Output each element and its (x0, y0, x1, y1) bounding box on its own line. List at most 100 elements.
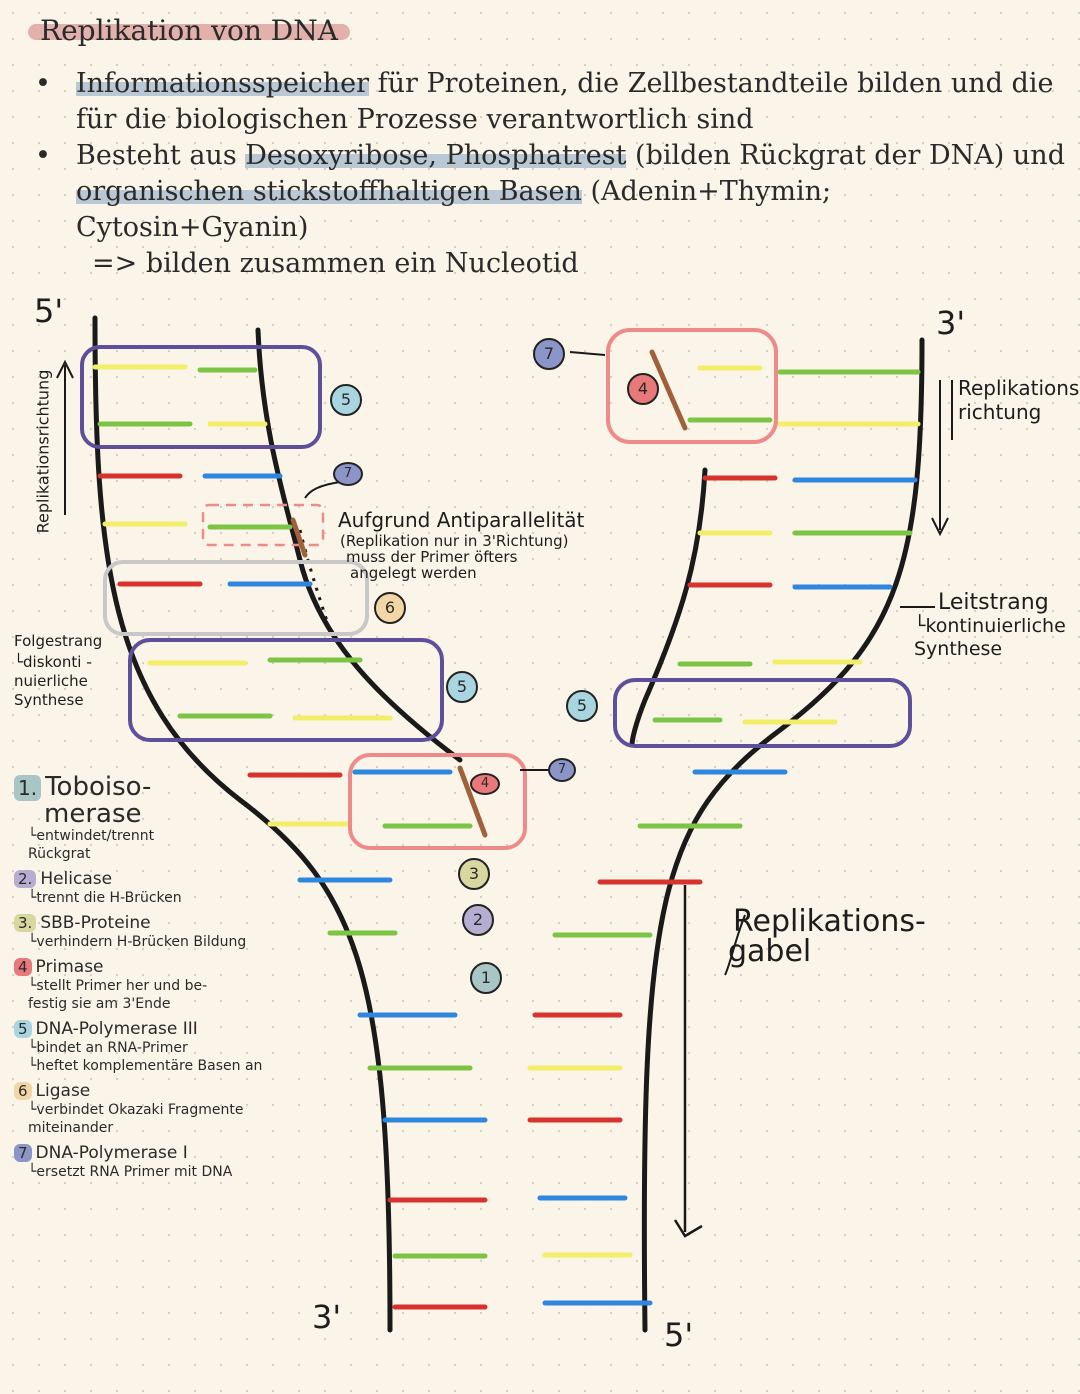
label-folgestrang-desc-2: nuierliche (14, 672, 88, 690)
legend-desc: miteinander (28, 1120, 114, 1136)
bullet-2-mid: (bilden Rückgrat der DNA) und (626, 140, 1065, 171)
badge-polymerase-i-2: 7 (333, 462, 363, 486)
legend-item-3: 3.SBB-Proteine └verhindern H-Brücken Bil… (14, 913, 354, 951)
dna-polymerase-iii-box-1 (80, 345, 322, 449)
label-3-prime-top: 3' (936, 304, 966, 342)
legend-desc: └heftet komplementäre Basen an (28, 1058, 263, 1074)
base-pairs-upper-right (652, 365, 921, 725)
dna-polymerase-iii-box-3 (613, 678, 912, 748)
badge-ligase: 6 (374, 592, 406, 624)
legend-desc: └trennt die H-Brücken (28, 890, 182, 906)
fork-arrow (673, 885, 703, 1238)
base-pairs-upper-left (92, 364, 393, 721)
label-leitstrang: Leitstrang (938, 590, 1049, 615)
legend-desc: └bindet an RNA-Primer (28, 1040, 188, 1056)
base-pairs-lower (247, 769, 788, 1310)
gabel-bracket (724, 914, 746, 976)
legend-item-1: 1.Toboiso- merase └entwindet/trennt Rück… (14, 774, 354, 863)
label-folgestrang-desc-3: Synthese (14, 691, 84, 709)
page-title: Replikation von DNA (40, 14, 338, 47)
legend-desc: └ersetzt RNA Primer mit DNA (28, 1164, 233, 1180)
bullet-2-highlight-2: organischen stickstoffhaltigen Basen (76, 176, 582, 207)
legend-desc: └stellt Primer her und be- (28, 978, 208, 994)
legend-item-2: 2.Helicase └trennt die H-Brücken (14, 869, 354, 907)
bullet-1-highlight: Informationsspeicher (76, 68, 370, 99)
label-5-prime-bottom: 5' (664, 1316, 694, 1354)
legend-name-2: merase (44, 799, 142, 829)
badge-primase-2: 4 (470, 773, 500, 795)
label-gabel-2: gabel (728, 934, 812, 969)
legend-num: 4 (14, 958, 32, 976)
legend-name: Primase (35, 957, 104, 977)
label-leitstrang-desc-2: Synthese (914, 638, 1003, 660)
replication-direction-arrow-left (56, 359, 74, 515)
legend-name: DNA-Polymerase III (35, 1019, 198, 1039)
legend-name: DNA-Polymerase I (35, 1143, 188, 1163)
legend-desc: └verhindern H-Brücken Bildung (28, 934, 247, 950)
label-folgestrang: Folgestrang (14, 632, 103, 650)
bullet-2-highlight-1: Desoxyribose, Phosphatrest (245, 140, 627, 171)
bullet-2-pre: Besteht aus (76, 140, 246, 171)
badge-topoisomerase: 1 (470, 962, 502, 994)
enzyme-legend: 1.Toboiso- merase └entwindet/trennt Rück… (14, 774, 354, 1187)
legend-desc: └verbindet Okazaki Fragmente (28, 1102, 244, 1118)
badge-polymerase-i-1: 7 (533, 338, 565, 370)
bullet-2-post: (Adenin+Thymin; Cytosin+Gyanin) (76, 176, 832, 243)
primer-2 (457, 765, 488, 838)
label-leitstrang-desc-1: └kontinuierliche (914, 615, 1066, 637)
bullet-dot: • (35, 68, 51, 99)
replication-direction-arrow-right (931, 380, 949, 537)
badge-primase-1: 4 (627, 373, 659, 405)
primer-1 (649, 349, 688, 431)
label-5-prime-top: 5' (34, 292, 64, 330)
label-antiparallel-2: (Replikation nur in 3'Richtung) (340, 532, 569, 550)
badge-ssb: 3 (458, 858, 490, 890)
label-gabel-1: Replikations- (733, 904, 926, 939)
legend-name: Ligase (35, 1081, 91, 1101)
badge-polymerase-i-3: 7 (548, 758, 576, 782)
label-replikationsrichtung-right: Replikations- richtung (958, 376, 1080, 424)
ligase-box (103, 560, 369, 636)
legend-name: Helicase (40, 869, 113, 889)
dna-polymerase-iii-box-2 (128, 638, 444, 742)
bullet-1: • Informationsspeicher für Proteinen, di… (28, 66, 1068, 138)
bullet-dot: • (35, 140, 51, 171)
label-folgestrang-desc-1: └diskonti - (14, 653, 92, 671)
pointer-7-top (569, 351, 606, 356)
label-antiparallel-1: Aufgrund Antiparallelität (338, 508, 585, 532)
title-highlight (28, 24, 350, 40)
legend-desc: Rückgrat (28, 846, 91, 862)
right-outer-strand (641, 337, 925, 1333)
legend-num: 1. (14, 775, 42, 801)
label-3-prime-bottom: 3' (312, 1298, 342, 1336)
badge-polymerase-iii-2: 5 (446, 671, 478, 703)
legend-num: 7 (14, 1144, 32, 1162)
label-antiparallel-4: angelegt werden (350, 564, 477, 582)
label-antiparallel-3: muss der Primer öfters (346, 548, 518, 566)
legend-num: 2. (14, 870, 37, 888)
legend-desc: └entwindet/trennt (28, 828, 155, 844)
primer-dashed-box (201, 503, 325, 547)
bullet-list: • Informationsspeicher für Proteinen, di… (28, 66, 1068, 246)
legend-num: 3. (14, 914, 37, 932)
bullet-1-text: für Proteinen, die Zellbestandteile bild… (76, 68, 1054, 135)
badge-polymerase-iii-1: 5 (330, 384, 362, 416)
legend-name: Toboiso- (45, 772, 152, 802)
result-line: => bilden zusammen ein Nucleotid (92, 248, 579, 279)
label-replikationsrichtung-left: Replikationsrichtung (33, 369, 53, 534)
primer-3 (290, 517, 308, 558)
badge-helicase: 2 (462, 904, 494, 936)
pointer-7-mid (304, 481, 341, 499)
legend-name: SBB-Proteine (40, 913, 151, 933)
right-inner-strand (629, 467, 708, 748)
primase-box-2 (348, 753, 527, 850)
badge-polymerase-iii-3: 5 (566, 690, 598, 722)
primase-box-1 (606, 328, 778, 444)
bullet-2: • Besteht aus Desoxyribose, Phosphatrest… (28, 138, 1068, 246)
legend-num: 6 (14, 1082, 32, 1100)
